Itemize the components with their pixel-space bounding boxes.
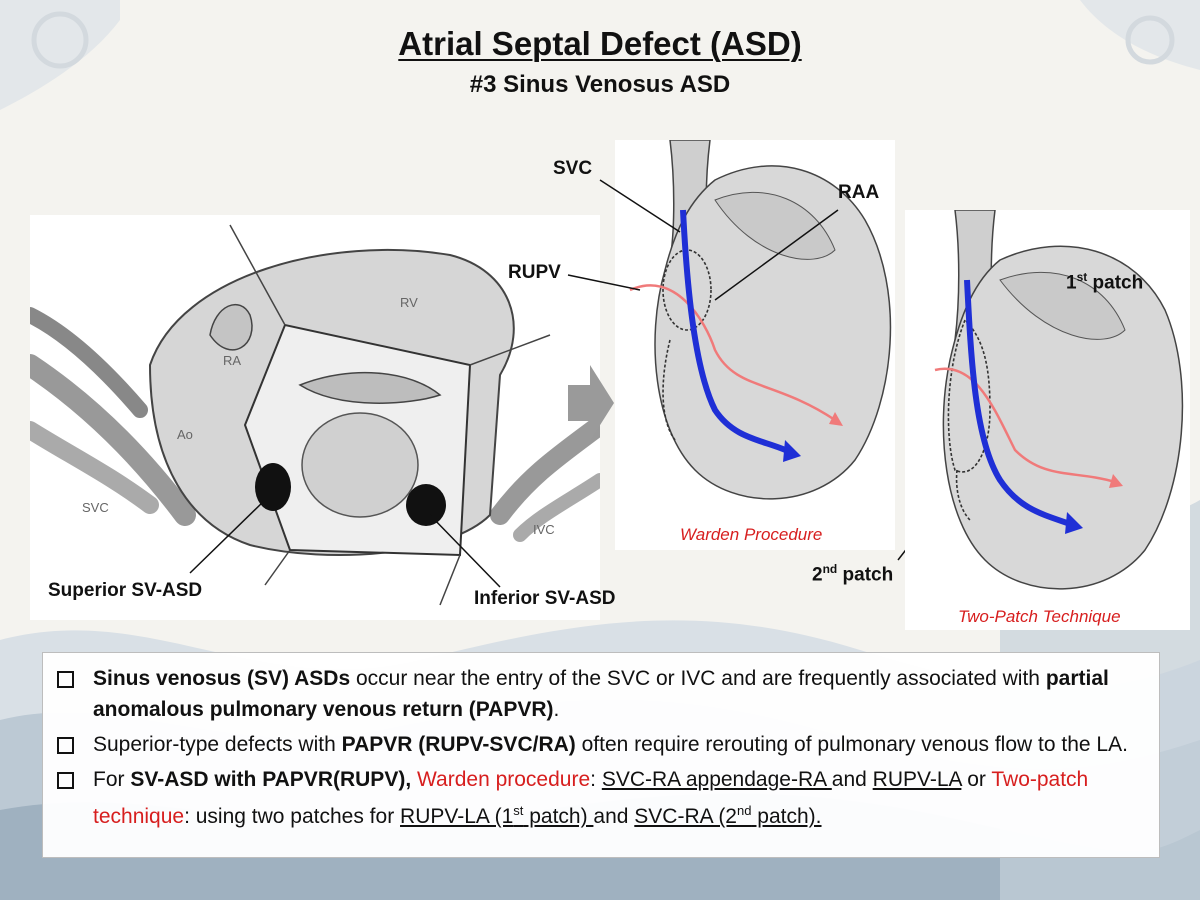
note-1: Sinus venosus (SV) ASDs occur near the e… bbox=[57, 663, 1145, 725]
u4b: patch). bbox=[751, 805, 822, 828]
u4s: nd bbox=[737, 803, 752, 818]
note-3-text-3: and bbox=[831, 768, 873, 791]
first-patch-sup: st bbox=[1076, 270, 1088, 284]
sv-asd-illustration: RV RA Ao SVC IVC bbox=[30, 215, 600, 620]
second-patch-text: patch bbox=[837, 564, 894, 586]
u4a: SVC-RA (2 bbox=[634, 805, 737, 828]
label-ao: Ao bbox=[177, 427, 193, 442]
two-patch-illustration bbox=[905, 210, 1190, 630]
u3b: patch) bbox=[523, 805, 594, 828]
first-patch-num: 1 bbox=[1066, 272, 1077, 294]
caption-two-patch: Two-Patch Technique bbox=[958, 607, 1121, 626]
note-3-underline-1: SVC-RA appendage-RA bbox=[601, 768, 832, 791]
label-first-patch: 1st patch bbox=[1066, 270, 1143, 294]
note-3-red-1: Warden procedure bbox=[411, 768, 591, 791]
checkbox-bullet-icon bbox=[57, 737, 74, 754]
notes-box: Sinus venosus (SV) ASDs occur near the e… bbox=[42, 652, 1160, 858]
callout-superior-sv-asd: Superior SV-ASD bbox=[48, 580, 203, 601]
caption-warden: Warden Procedure bbox=[680, 525, 823, 544]
two-patch-heart-drawing bbox=[934, 210, 1184, 590]
note-3-text-6: and bbox=[593, 805, 635, 828]
label-svc-callout: SVC bbox=[553, 158, 593, 179]
note-1-text-1: occur near the entry of the SVC or IVC a… bbox=[350, 667, 1046, 690]
title-block: Atrial Septal Defect (ASD) #3 Sinus Veno… bbox=[0, 24, 1200, 100]
label-raa: RAA bbox=[838, 182, 880, 203]
second-patch-num: 2 bbox=[812, 564, 823, 586]
page-subtitle: #3 Sinus Venosus ASD bbox=[469, 71, 731, 98]
label-ivc: IVC bbox=[533, 522, 555, 537]
callout-inferior-sv-asd: Inferior SV-ASD bbox=[474, 588, 616, 609]
note-2-text-2: often require rerouting of pulmonary ven… bbox=[575, 733, 1128, 756]
note-3-underline-3: RUPV-LA (1st patch) bbox=[400, 803, 594, 828]
note-3-text-5: : using two patches for bbox=[184, 805, 401, 828]
label-svc: SVC bbox=[82, 500, 109, 515]
note-2-text-1: Superior-type defects with bbox=[93, 733, 342, 756]
note-3-text-4: or bbox=[961, 768, 992, 791]
second-patch-sup: nd bbox=[822, 562, 838, 576]
note-3: For SV-ASD with PAPVR(RUPV), Warden proc… bbox=[57, 764, 1145, 832]
label-rv: RV bbox=[400, 295, 418, 310]
note-2: Superior-type defects with PAPVR (RUPV-S… bbox=[57, 729, 1145, 760]
note-1-text-2: . bbox=[553, 698, 560, 721]
note-3-bold-1: SV-ASD with PAPVR(RUPV), bbox=[130, 768, 412, 791]
note-3-text-1: For bbox=[93, 768, 131, 791]
u3s: st bbox=[513, 803, 524, 818]
arrow-right-icon bbox=[568, 365, 614, 441]
note-3-red-2: Two-patch technique bbox=[93, 768, 1089, 828]
note-2-bold-1: PAPVR (RUPV-SVC/RA) bbox=[341, 733, 576, 756]
note-1-bold-1: Sinus venosus (SV) ASDs bbox=[93, 667, 351, 690]
note-3-text-2: : bbox=[590, 768, 602, 791]
label-second-patch: 2nd patch bbox=[812, 562, 893, 586]
page-title: Atrial Septal Defect (ASD) bbox=[398, 25, 802, 62]
note-1-bold-2: partial anomalous pulmonary venous retur… bbox=[93, 667, 1109, 721]
checkbox-bullet-icon bbox=[57, 772, 74, 789]
note-3-underline-4: SVC-RA (2nd patch). bbox=[634, 803, 822, 828]
first-patch-text: patch bbox=[1087, 272, 1144, 294]
u3a: RUPV-LA (1 bbox=[400, 805, 514, 828]
label-rupv: RUPV bbox=[508, 262, 561, 283]
note-3-underline-2: RUPV-LA bbox=[872, 768, 962, 791]
checkbox-bullet-icon bbox=[57, 671, 74, 688]
label-ra: RA bbox=[223, 353, 242, 368]
opened-heart-drawing bbox=[30, 224, 600, 606]
